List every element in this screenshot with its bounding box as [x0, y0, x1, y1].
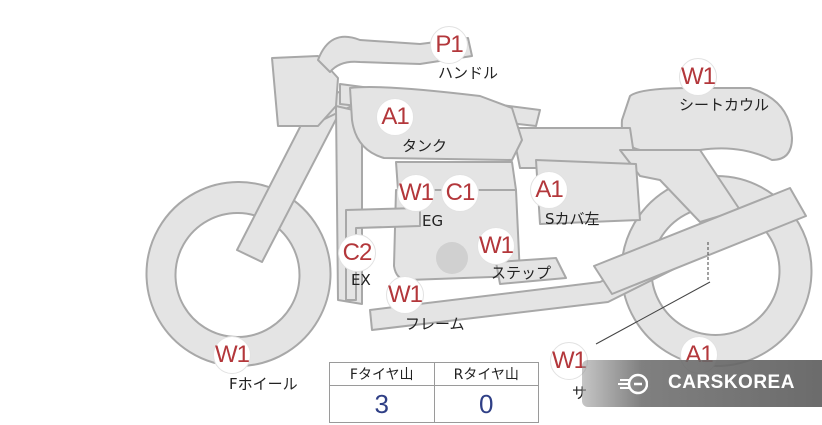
badge-side-cover-left: A1	[530, 171, 568, 209]
badge-seat-cowl: W1	[679, 58, 717, 96]
rear-subframe	[619, 149, 741, 223]
label-front-wheel: Fホイール	[229, 375, 298, 393]
badge-rear-lower: W1	[550, 342, 588, 380]
badge-step: W1	[477, 227, 515, 265]
badge-exhaust: C2	[338, 234, 376, 272]
carskorea-watermark: CARSKOREA	[582, 360, 822, 407]
rear-tire-header: Rタイヤ山	[433, 362, 539, 386]
label-side-cover-left: Sカバ左	[545, 210, 600, 228]
label-handle: ハンドル	[438, 64, 499, 82]
badge-handle: P1	[430, 26, 468, 64]
label-seat-cowl: シートカウル	[679, 96, 770, 114]
muffler	[593, 187, 807, 295]
rear-tire-value: 0	[433, 385, 539, 423]
badge-engine-c: C1	[441, 174, 479, 212]
label-frame: フレーム	[405, 315, 465, 333]
badge-frame: W1	[386, 276, 424, 314]
badge-engine-w: W1	[397, 174, 435, 212]
tire-tread-table: Fタイヤ山 Rタイヤ山 3 0	[329, 362, 539, 423]
engine-cover	[436, 242, 468, 274]
watermark-text: CARSKOREA	[668, 372, 795, 393]
pointer-line	[595, 281, 711, 345]
label-tank: タンク	[402, 137, 448, 155]
step-bracket	[495, 257, 567, 285]
label-step: ステップ	[491, 264, 552, 282]
label-exhaust: EX	[351, 271, 371, 289]
front-tire-header: Fタイヤ山	[329, 362, 435, 386]
label-engine: EG	[422, 212, 444, 230]
front-tire-value: 3	[329, 385, 435, 423]
carskorea-logo-icon	[618, 373, 648, 395]
badge-front-wheel: W1	[213, 336, 251, 374]
badge-tank: A1	[376, 98, 414, 136]
